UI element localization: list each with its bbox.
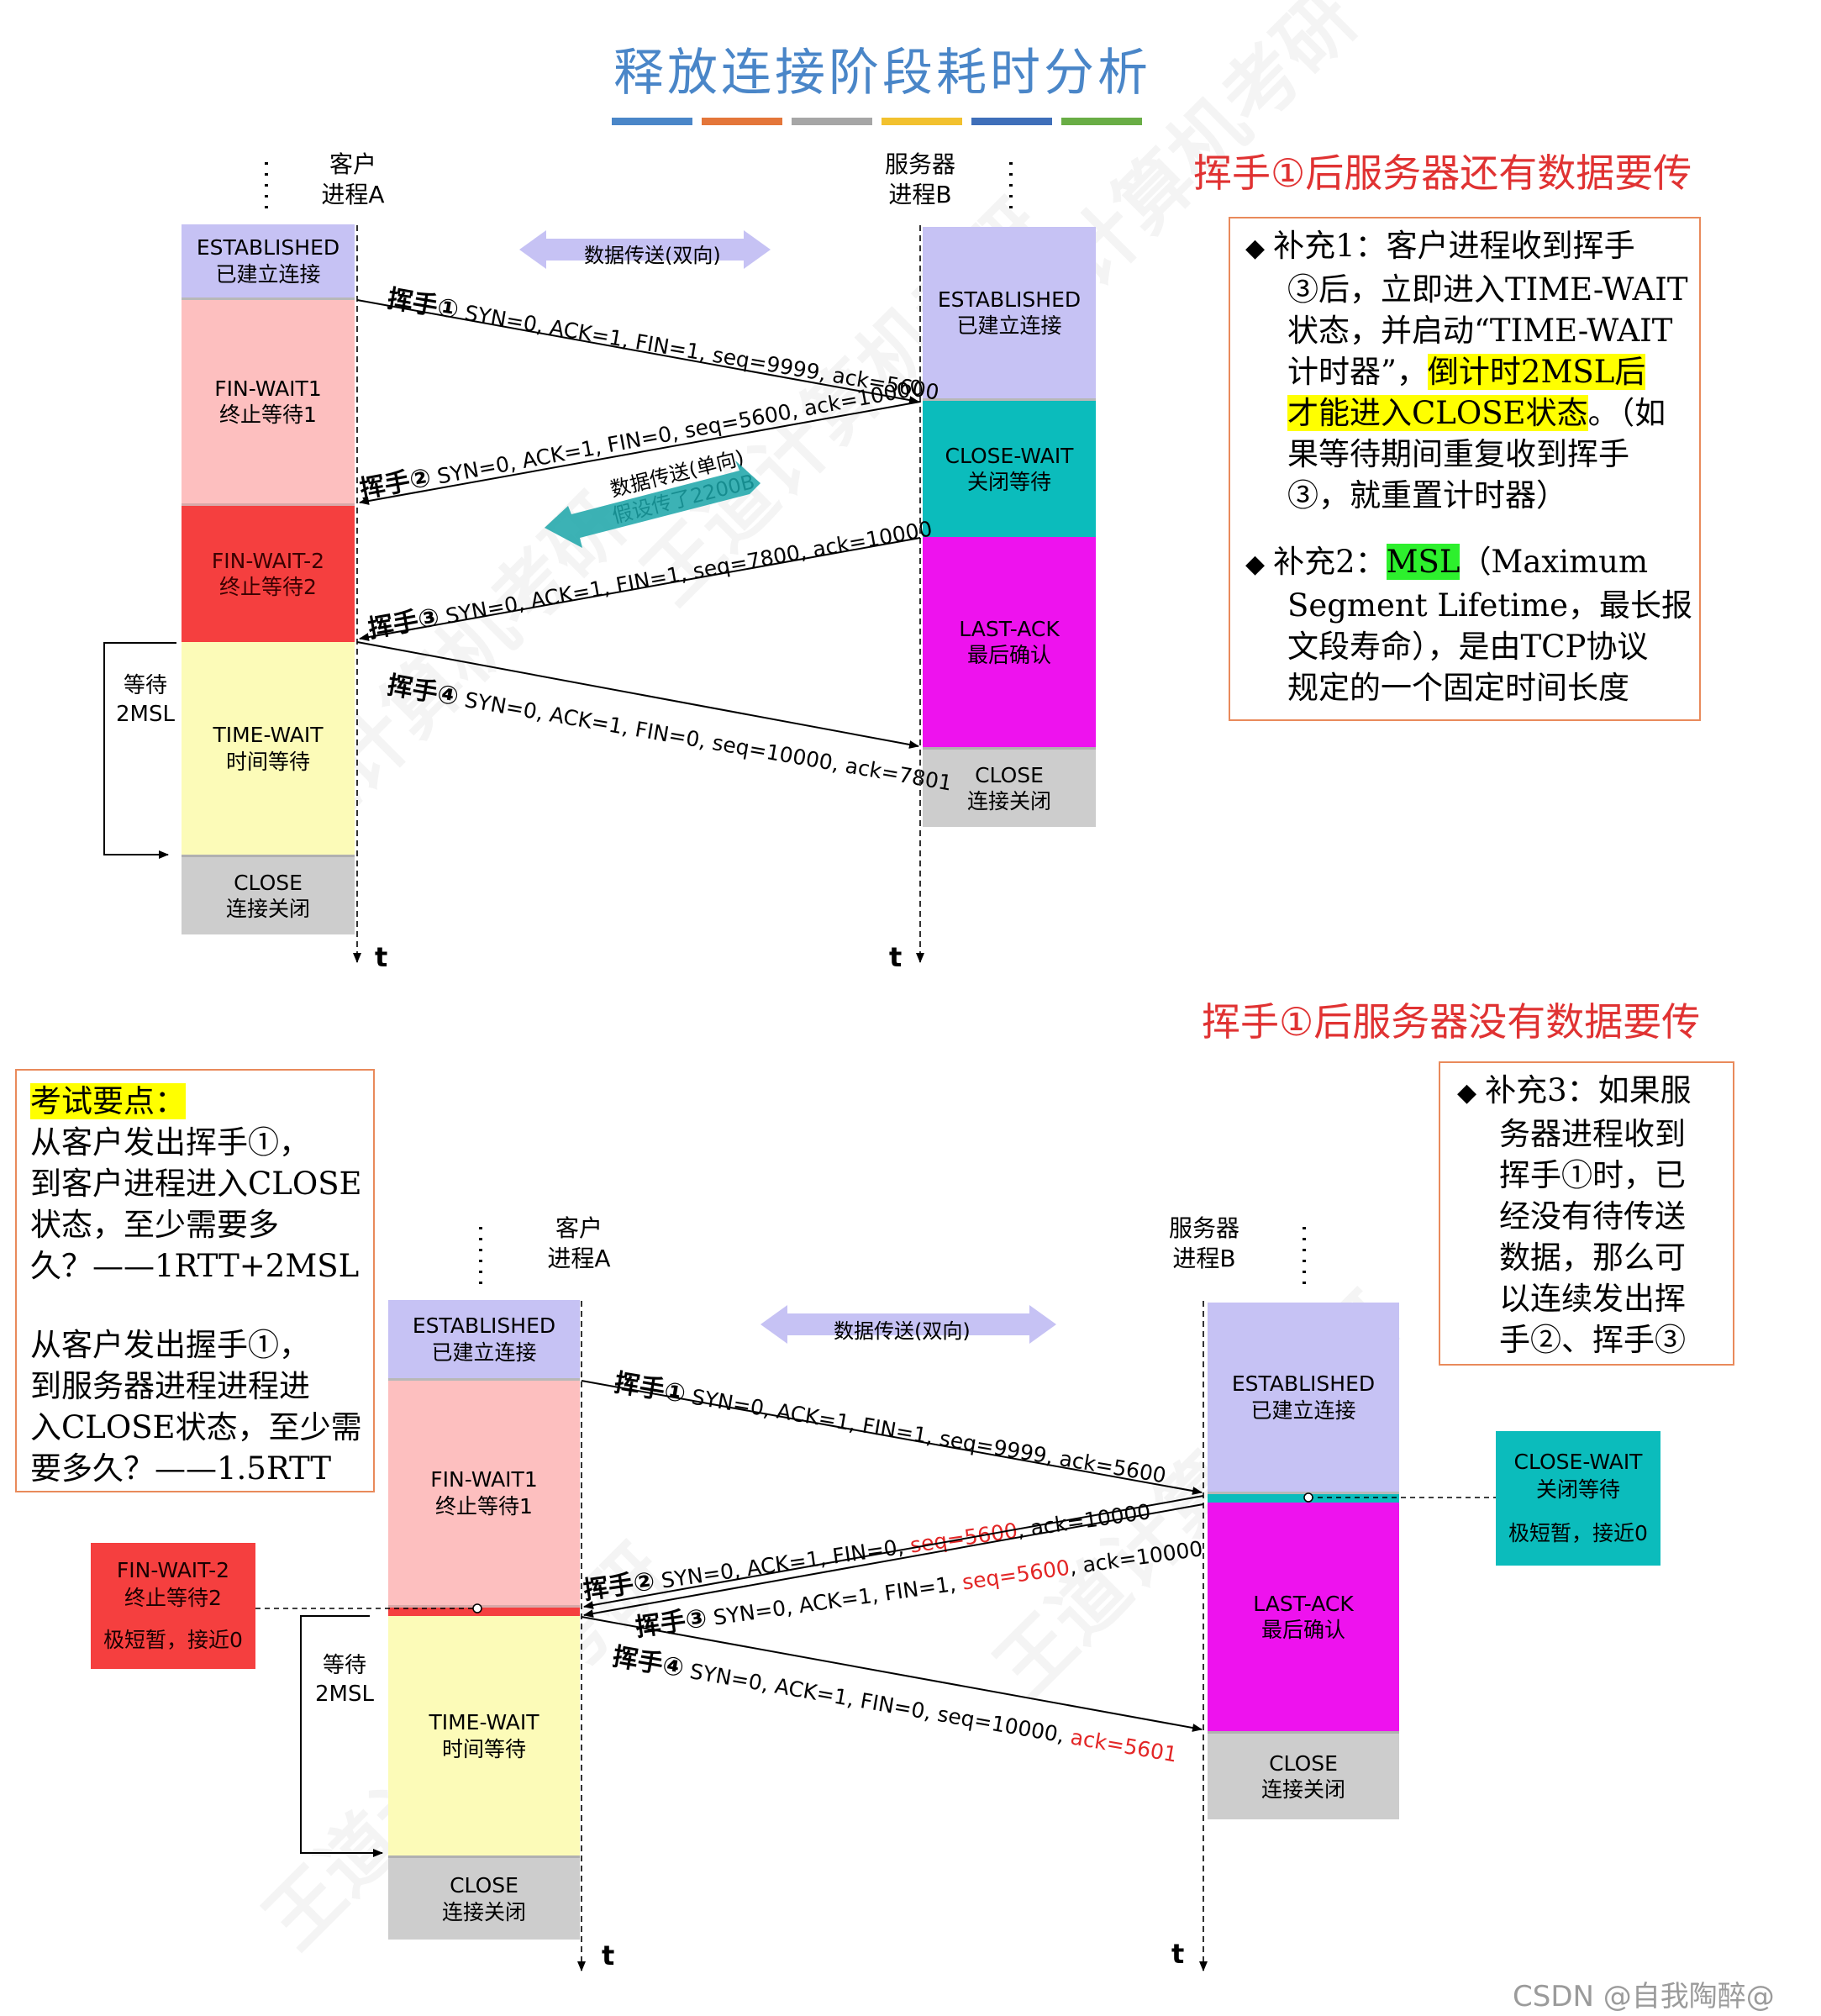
handshake-1-arrow: [581, 1380, 1203, 1495]
close-wait-callout: CLOSE-WAIT 关闭等待 极短暂，接近0: [1496, 1431, 1660, 1566]
section2-heading: 挥手①后服务器没有数据要传: [1202, 999, 1701, 1045]
handshake-1-arrow: [356, 299, 919, 404]
time-axis-label: t: [1171, 1938, 1185, 1970]
supplement-notes-box: ◆补充1：客户进程收到挥手 ③后，立即进入TIME-WAIT 状态，并启动“TI…: [1229, 217, 1701, 721]
client-process-label: 客户进程A: [547, 1214, 611, 1273]
title-bar-segment: [971, 118, 1052, 125]
client-process-label: 客户进程A: [321, 150, 385, 209]
wait-2msl-bracket: [300, 1615, 383, 1857]
section1-heading: 挥手①后服务器还有数据要传: [1193, 150, 1692, 196]
client-state-fin-wait2-sliver: [388, 1608, 580, 1616]
bidirectional-arrow-shape: [761, 1305, 1056, 1344]
handshake-2-arrow: [583, 1495, 1204, 1609]
server-process-label: 服务器进程B: [884, 150, 955, 209]
supplement3-box: ◆补充3：如果服 务器进程收到 挥手①时，已 经没有待传送 数据，那么可 以连续…: [1439, 1061, 1734, 1366]
close-wait-connector-dot: [1303, 1492, 1313, 1503]
diamond-bullet-icon: ◆: [1457, 1078, 1477, 1108]
server-process-label: 服务器进程B: [1168, 1214, 1239, 1273]
wait-2msl-bracket: [103, 642, 176, 859]
time-axis-label: t: [602, 1940, 615, 1971]
bidirectional-arrow-shape: [519, 230, 771, 269]
exam-points-box: 考试要点： 从客户发出挥手①， 到客户进程进入CLOSE 状态，至少需要多 久？…: [15, 1069, 375, 1492]
title-bar-segment: [1061, 118, 1142, 125]
title-bar-segment: [792, 118, 872, 125]
handshake-3-arrow: [359, 537, 921, 641]
time-axis-label: t: [375, 941, 388, 973]
fin-wait2-callout: FIN-WAIT-2 终止等待2 极短暂，接近0: [91, 1543, 255, 1669]
diamond-bullet-icon: ◆: [1245, 234, 1266, 263]
unidirectional-arrow-shape: [545, 461, 761, 548]
server-state-close-wait-sliver: [1208, 1494, 1399, 1503]
title-bar-segment: [702, 118, 782, 125]
fin-wait2-connector-dot: [472, 1603, 482, 1613]
data-transfer-bidirectional-label: 数据传送(双向): [834, 1319, 971, 1343]
handshake-2-arrow: [359, 401, 921, 505]
data-transfer-bidirectional-label: 数据传送(双向): [584, 244, 721, 267]
diamond-bullet-icon: ◆: [1245, 550, 1266, 579]
handshake-4-arrow: [356, 641, 919, 749]
title-bar-segment: [882, 118, 962, 125]
title-bar-segment: [612, 118, 692, 125]
page-title: 释放连接阶段耗时分析: [613, 44, 1151, 103]
handshake-3-arrow: [583, 1503, 1204, 1618]
handshake-4-arrow: [581, 1616, 1203, 1732]
footer-credit: CSDN @自我陶醉@: [1513, 1980, 1775, 2013]
time-axis-label: t: [889, 941, 903, 973]
